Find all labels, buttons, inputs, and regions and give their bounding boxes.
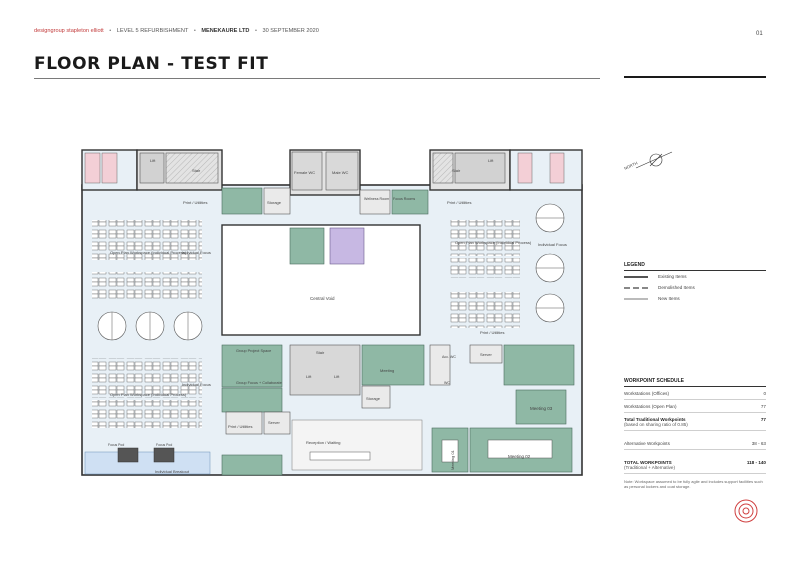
open-plan-label: Open Plan Workspace (Individual Process) [110,392,187,397]
wellness-label: Wellness Room [364,197,389,201]
open-plan-label: Open Plan Workspace (Individual Process) [455,240,532,245]
legend-swatch [624,275,648,278]
utility-rooms [84,152,565,184]
stair-label: Stair [192,168,201,173]
separator: • [193,28,196,34]
page-title: FLOOR PLAN - TEST FIT [34,54,269,74]
wc-label: WC [444,381,450,385]
focus-rooms-label: Focus Rooms [393,197,415,201]
print-label: Print / Utilities [447,200,471,205]
storage-label: Storage [366,396,381,401]
print-label: Print / Utilities [183,200,207,205]
stair-label: Stair [452,168,461,173]
project-name: LEVEL 5 REFURBISHMENT [116,28,189,34]
meeting-room [329,227,365,265]
individual-focus-label: Individual Focus [538,242,567,247]
north-label: NORTH [623,160,638,171]
header-bar: designgroup stapleton elliott • LEVEL 5 … [34,28,319,34]
lift-label: Lift [488,158,494,163]
legend-swatch [624,286,648,289]
desk-banks-right [450,220,520,328]
legend-swatch [624,297,648,300]
schedule-row: Workstations (Open Plan) 77 [624,400,766,413]
desk-banks-left [92,220,202,428]
print-label: Print / Utilities [480,330,504,335]
schedule-label: Workstations (Open Plan) [624,404,677,409]
schedule-label: Workstations (Offices) [624,391,670,396]
schedule-sub: (Traditional + Alternative) [624,465,676,470]
legend-item-new: New Items [624,293,766,304]
open-plan-label: Open Plan Workspace (Individual Process) [110,250,187,255]
company-logo-icon [734,499,758,523]
meeting-rooms-lower [431,427,573,473]
schedule-value: 0 [763,391,766,396]
storage-label: Storage [267,200,282,205]
meeting-02-label: Meeting 02 [508,454,531,459]
client-name: MENEKAURE LTD [201,28,250,34]
legend-title: LEGEND [624,262,766,271]
schedule-label: Alternative Workpoints [624,441,670,446]
schedule-value: 77 [760,404,766,409]
server-label: Server [268,420,280,425]
schedule-note: Note: Workspace assumed to be fully agil… [624,479,763,489]
meeting-01-label: Meeting 01 [450,449,455,470]
schedule-label: TOTAL WORKPOINTS [624,460,672,465]
sidebar-rule [624,76,766,78]
legend-label: Existing Items [658,274,687,279]
individual-focus-label: Individual Focus [182,382,211,387]
separator: • [255,28,257,34]
top-rooms [221,187,429,215]
round-table-dividers [111,217,564,340]
group-spaces [221,344,575,435]
schedule-value: 77 [760,417,766,422]
female-wc-label: Female WC [294,170,315,175]
page-number: 01 [756,31,763,37]
schedule-label: Total Traditional Workpoints [624,417,686,422]
schedule-row: Workstations (Offices) 0 [624,387,766,400]
acc-wc-label: Acc. WC [442,355,456,359]
schedule-row: Total Traditional Workpoints(based on sh… [624,413,766,431]
separator: • [109,28,112,34]
group-project-label: Group Project Space [236,349,271,353]
schedule-value: 118 - 140 [746,460,766,465]
schedule-row: Alternative Workpoints 38 - 63 [624,437,766,450]
north-arrow-icon [635,151,673,169]
central-void-label: Central Void [310,296,335,301]
individual-breakout-label: Individual Breakout [155,469,190,474]
document-date: 30 SEPTEMBER 2020 [262,28,319,34]
legend-item-demolished: Demolished Items [624,282,766,293]
workpoint-schedule: WORKPOINT SCHEDULE Workstations (Offices… [624,378,766,489]
schedule-value: 38 - 63 [751,441,766,446]
meeting-03-label: Meeting 03 [530,406,553,411]
print-label: Print / Utilities [228,424,252,429]
server-label: Server [480,352,492,357]
lift-label: Lift [150,158,156,163]
lift-label: Lift [306,374,312,379]
meeting-room [289,227,325,265]
reception-label: Reception / Waiting [306,440,341,445]
legend: LEGEND Existing Items Demolished Items N… [624,262,766,304]
schedule-sub: (based on sharing ratio of 0.85) [624,422,688,427]
meeting-label: Meeting [380,368,394,373]
focus-pod-label: Focus Pod [108,443,124,447]
individual-focus-label: Individual Focus [182,250,211,255]
reception-area [84,419,423,476]
legend-label: Demolished Items [658,285,695,290]
brand-name: designgroup stapleton elliott [34,28,104,34]
schedule-title: WORKPOINT SCHEDULE [624,378,766,387]
lift-label: Lift [334,374,340,379]
schedule-row: TOTAL WORKPOINTS(Traditional + Alternati… [624,456,766,474]
legend-item-existing: Existing Items [624,271,766,282]
core-top [139,151,506,191]
title-rule [34,78,600,79]
male-wc-label: Male WC [332,170,349,175]
focus-pod-label: Focus Pod [156,443,172,447]
legend-label: New Items [658,296,680,301]
group-focus-label: Group Focus + Collaborate [236,381,282,385]
stair-label: Stair [316,350,325,355]
